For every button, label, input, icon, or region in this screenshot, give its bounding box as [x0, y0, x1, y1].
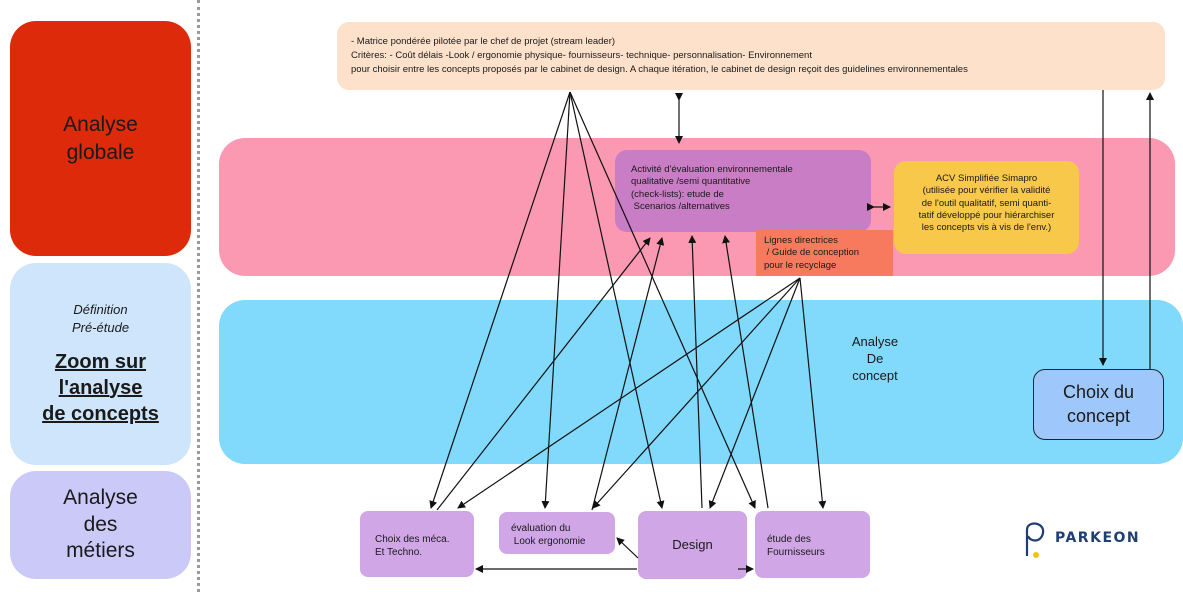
look-line-1: évaluation du	[511, 523, 571, 534]
acv-line-2: (utilisée pour vérifier la validité	[922, 185, 1051, 197]
analyse-globale-line-2: globale	[66, 140, 135, 164]
acv-line-5: les concepts vis à vis de l'env.)	[921, 222, 1052, 234]
choix-du-concept-box: Choix du concept	[1033, 369, 1164, 440]
zoom-line-3: de concepts	[42, 402, 159, 425]
parkeon-logo-text: PARKEON	[1055, 530, 1141, 546]
choix-concept-line-1: Choix du	[1062, 382, 1135, 403]
choix-concept-line-2: concept	[1066, 405, 1131, 426]
definition-label: Définition	[73, 302, 128, 318]
criteria-box: - Matrice pondérée pilotée par le chef d…	[337, 22, 1165, 90]
design-label: Design	[672, 536, 713, 552]
evaluation-box: Activité d'évaluation environnementale q…	[615, 150, 871, 232]
metiers-line-1: Analyse	[63, 485, 138, 509]
dotted-divider	[197, 0, 200, 592]
parkeon-logo: PARKEON	[1017, 516, 1177, 562]
arrow-lines	[429, 90, 1154, 573]
acv-simapro-box: ACV Simplifiée Simapro (utilisée pour vé…	[894, 161, 1079, 254]
evaluation-line-3: (check-lists): etude de	[631, 188, 724, 200]
lignes-line-3: pour le recyclage	[764, 259, 837, 271]
acv-line-3: de l'outil qualitatif, semi quanti-	[921, 197, 1052, 209]
lignes-line-1: Lignes directrices	[764, 235, 838, 246]
analyse-globale-line-1: Analyse	[63, 113, 138, 137]
lignes-line-2: / Guide de conception	[764, 247, 860, 259]
fournisseurs-line-2: Fournisseurs	[767, 547, 825, 558]
fournisseurs-box: étude des Fournisseurs	[755, 511, 870, 578]
fournisseurs-line-1: étude des	[767, 534, 811, 545]
metiers-line-3: métiers	[66, 539, 135, 563]
criteria-line-3: pour choisir entre les concepts proposés…	[351, 63, 968, 75]
evaluation-line-4: Scenarios /alternatives	[631, 201, 730, 213]
analyse-metiers-panel: Analyse des métiers	[10, 471, 191, 579]
design-box: Design	[638, 511, 747, 579]
criteria-line-1: - Matrice pondérée pilotée par le chef d…	[351, 36, 616, 47]
zoom-title: Zoom sur l'analyse de concepts	[42, 349, 159, 427]
analyse-concept-line-2: De	[866, 350, 884, 366]
zoom-line-1: Zoom sur	[54, 350, 147, 373]
meca-line-2: Et Techno.	[375, 547, 423, 558]
meca-line-1: Choix des méca.	[375, 534, 450, 545]
analyse-concept-line-3: concept	[852, 367, 898, 383]
zoom-line-2: l'analyse	[58, 376, 143, 399]
analyse-de-concept-label: Analyse De concept	[820, 334, 930, 385]
evaluation-look-box: évaluation du Look ergonomie	[499, 512, 615, 554]
choix-meca-box: Choix des méca. Et Techno.	[360, 511, 474, 577]
metiers-line-2: des	[83, 512, 118, 536]
analyse-globale-panel: Analyse globale	[10, 21, 191, 256]
lignes-directrices-box: Lignes directrices / Guide de conception…	[756, 230, 893, 276]
look-line-2: Look ergonomie	[511, 536, 586, 547]
evaluation-line-1: Activité d'évaluation environnementale	[631, 164, 793, 175]
definition-panel: Définition Pré-étude Zoom sur l'analyse …	[10, 263, 191, 465]
criteria-line-2: Critères: - Coût délais -Look / ergonomi…	[351, 49, 812, 61]
analyse-concept-band	[219, 300, 1183, 464]
analyse-concept-line-1: Analyse	[851, 334, 899, 349]
parkeon-logo-mark	[1025, 522, 1045, 558]
pre-etude-label: Pré-étude	[71, 320, 130, 335]
evaluation-line-2: qualitative /semi quantitative	[631, 176, 751, 188]
acv-line-4: tatif développé pour hiérarchiser	[918, 210, 1055, 222]
acv-line-1: ACV Simplifiée Simapro	[935, 173, 1038, 184]
